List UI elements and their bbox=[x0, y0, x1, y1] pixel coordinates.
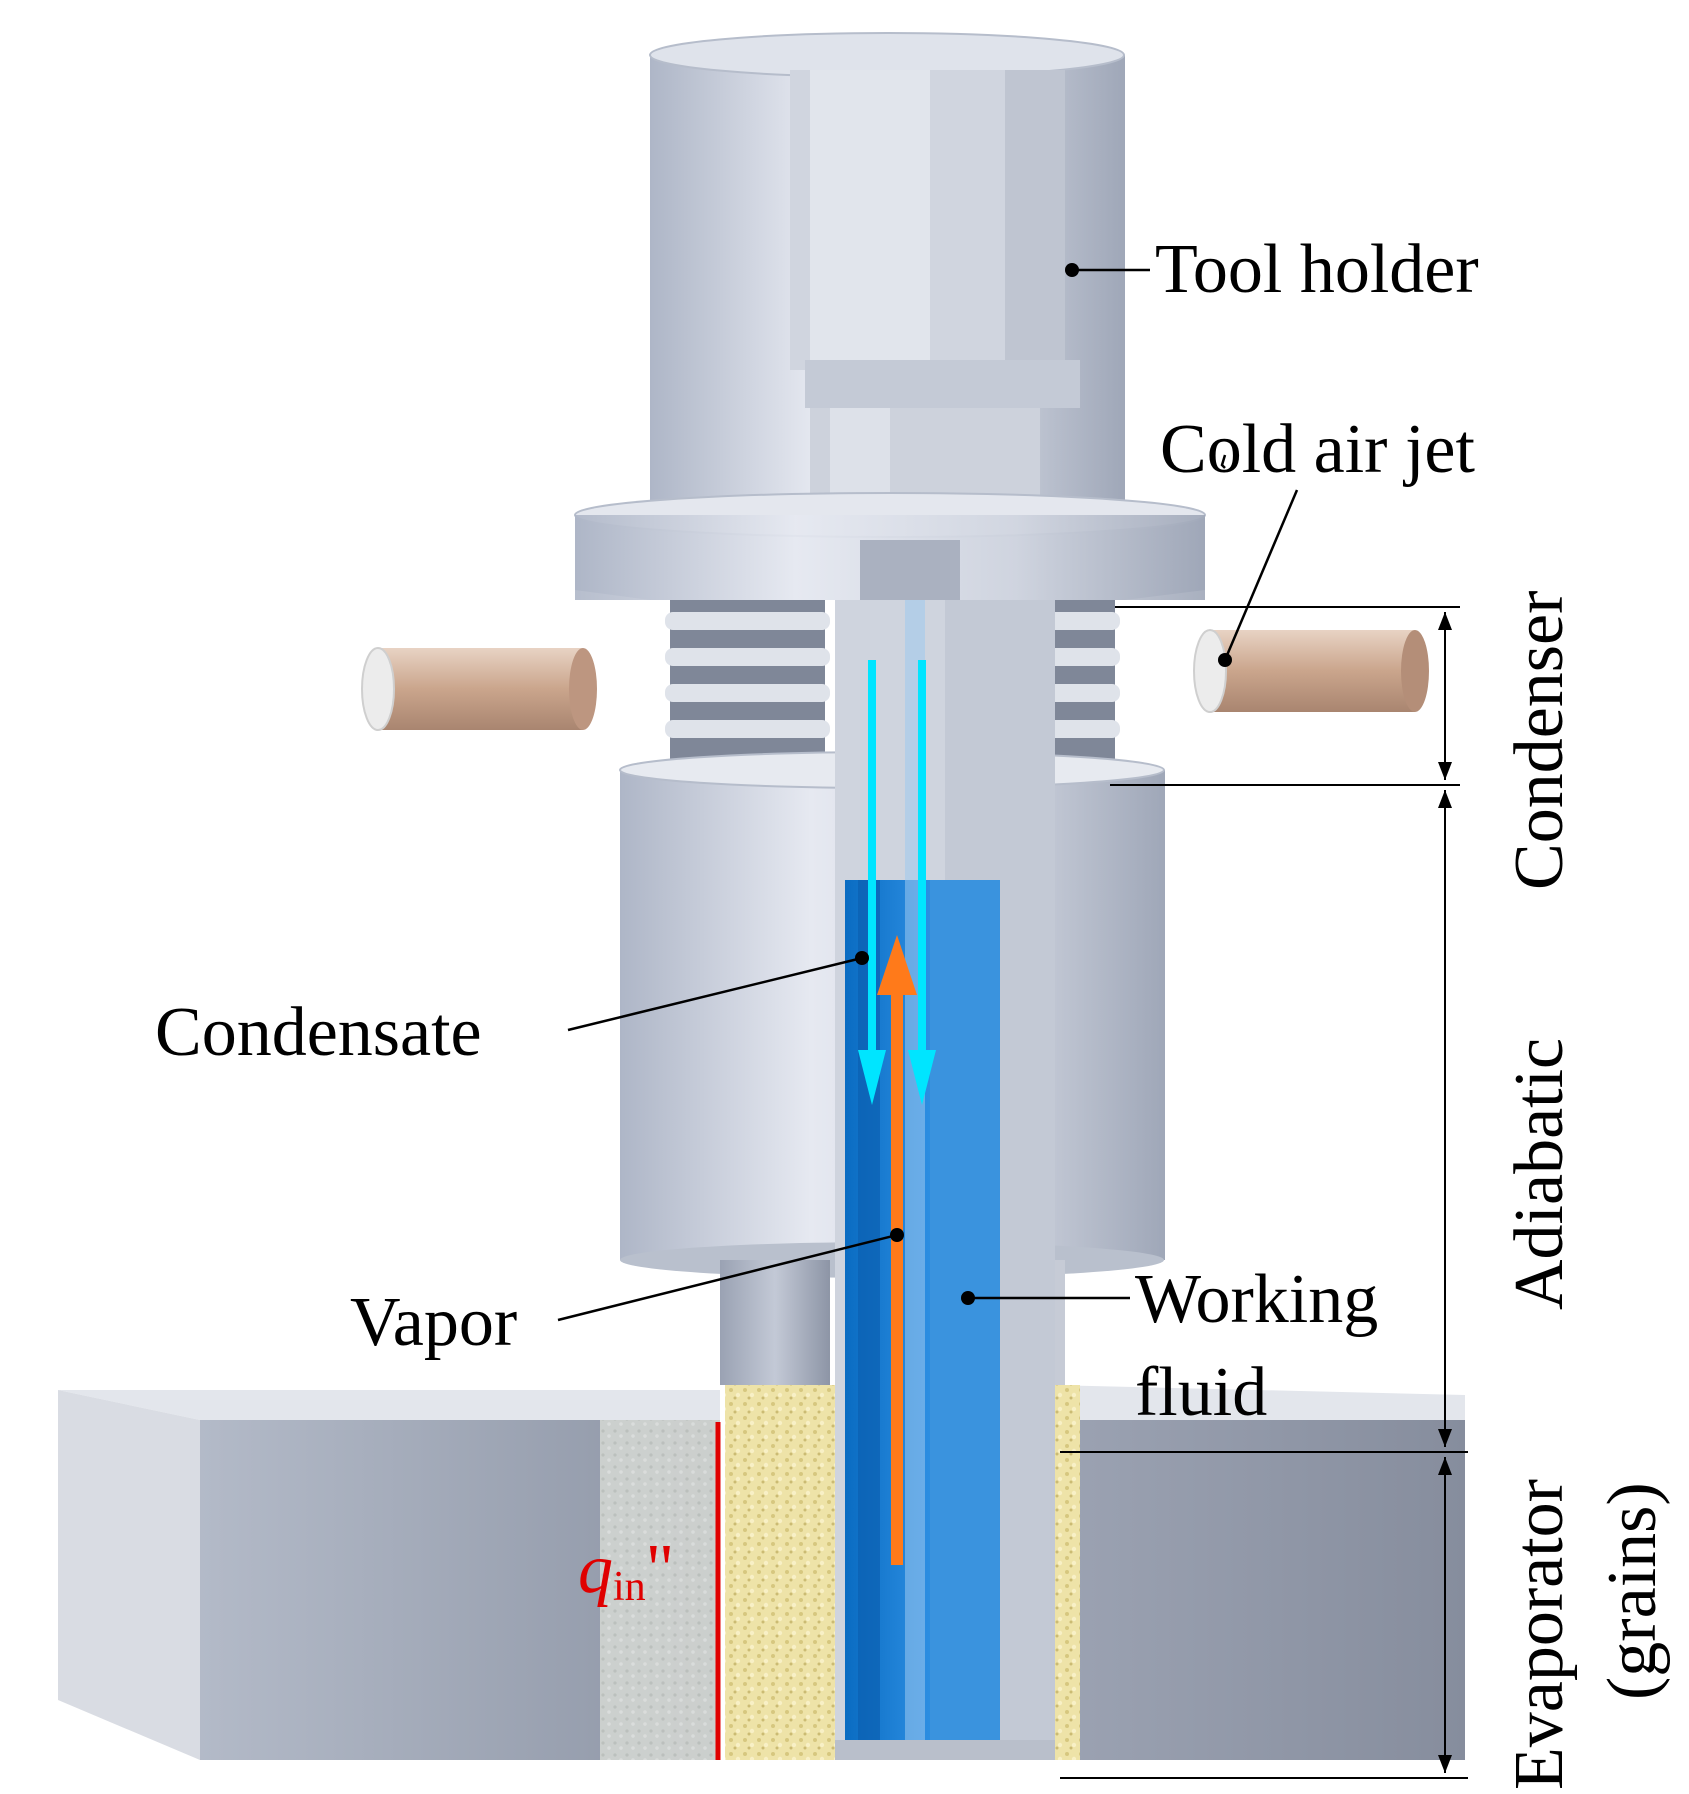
heat-flux-prime: " bbox=[646, 1531, 675, 1608]
condenser-section-label: Condenser bbox=[1501, 591, 1578, 890]
heat-flux-label: qin" bbox=[578, 1531, 674, 1610]
heat-flux-symbol: q bbox=[578, 1531, 613, 1608]
condensate-label: Condensate bbox=[155, 994, 482, 1071]
cold-air-jet-left bbox=[361, 647, 597, 731]
section-dimensions bbox=[1060, 606, 1468, 1779]
evaporator-section-label: Evaporator bbox=[1501, 1479, 1578, 1790]
condensate-arrows bbox=[858, 660, 936, 1105]
cold-air-jet-label: Cold air jet bbox=[1160, 411, 1475, 488]
tool-holder-part bbox=[574, 32, 1206, 600]
grinding-wheel-body bbox=[58, 1385, 1465, 1760]
adiabatic-section-label: Adiabatic bbox=[1501, 1038, 1578, 1310]
vapor-arrow bbox=[877, 935, 917, 1565]
tool-holder-label: Tool holder bbox=[1155, 231, 1479, 308]
leader-lines bbox=[557, 263, 1299, 1322]
vapor-label: Vapor bbox=[350, 1284, 517, 1361]
working-fluid-label-line1: Working bbox=[1135, 1261, 1378, 1338]
working-fluid-label-line2: fluid bbox=[1135, 1354, 1267, 1431]
evaporator-grains-label: (grains) bbox=[1594, 1482, 1671, 1700]
heat-flux-subscript: in bbox=[613, 1564, 646, 1610]
cold-air-jet-right bbox=[1193, 629, 1429, 713]
grain-layer-left bbox=[725, 1385, 845, 1760]
